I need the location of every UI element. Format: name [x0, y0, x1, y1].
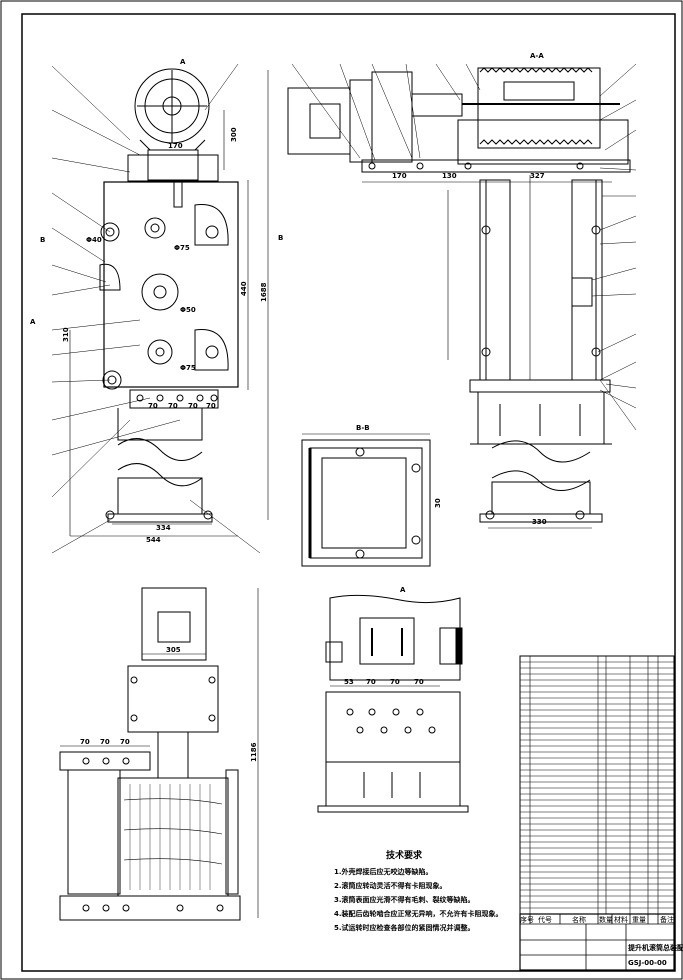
col-seq: 序号	[520, 915, 534, 924]
dim-det-70-2: 70	[390, 678, 400, 686]
dim-front-50: Φ50	[180, 306, 196, 314]
section-aa-title: A-A	[530, 52, 544, 60]
drawing-name: 提升机滚筒总装配图	[627, 943, 683, 952]
col-remark: 备注	[660, 915, 674, 924]
section-bb-view	[301, 433, 431, 567]
col-code: 代号	[538, 915, 552, 924]
detail-a-title: A	[400, 586, 406, 594]
dim-bb-30: 30	[434, 498, 442, 508]
dim-front-40: Φ40	[86, 236, 102, 244]
dim-front-top: 170	[168, 142, 183, 150]
motor-body	[287, 87, 351, 155]
dim-det-70-1: 70	[366, 678, 376, 686]
front-view	[69, 68, 269, 537]
plan-motor	[141, 587, 207, 661]
requirement-5: 5.试运转时应检查各部位的紧固情况并调整。	[334, 923, 475, 932]
dim-front-75b: Φ75	[180, 364, 196, 372]
marker-a-left: A	[30, 318, 36, 326]
marker-b-left: B	[40, 236, 45, 244]
section-bb-frame	[301, 439, 431, 567]
dim-front-300: 300	[230, 127, 238, 142]
requirements-title: 技术要求	[386, 849, 423, 861]
dim-plan-70-2: 70	[100, 738, 110, 746]
dim-plan-70-3: 70	[120, 738, 130, 746]
title-block	[519, 913, 675, 971]
dim-front-440: 440	[240, 281, 248, 296]
requirement-3: 3.滚筒表面应光滑不得有毛刺、裂纹等缺陷。	[334, 895, 475, 904]
detail-bracket	[359, 617, 415, 665]
column-left	[479, 179, 511, 381]
col-name: 名称	[572, 915, 586, 924]
dim-det-70-3: 70	[414, 678, 424, 686]
dim-front-75a: Φ75	[174, 244, 190, 252]
dim-plan-70-1: 70	[80, 738, 90, 746]
section-bb-title: B-B	[356, 424, 370, 432]
requirement-1: 1.外壳焊接后应无咬边等缺陷。	[334, 867, 433, 876]
dim-det-53: 53	[344, 678, 354, 686]
column-right	[571, 179, 603, 381]
dim-plan-305: 305	[166, 646, 181, 654]
marker-b-right: B	[278, 234, 283, 242]
front-leaders	[51, 63, 261, 554]
plan-drum	[117, 777, 229, 897]
section-aa-view	[287, 67, 631, 529]
inner-frame	[21, 13, 676, 972]
dim-front-70-1: 70	[148, 402, 158, 410]
dim-front-310: 310	[62, 327, 70, 342]
dim-front-334: 334	[156, 524, 171, 532]
requirement-2: 2.滚筒应转动灵活不得有卡阻现象。	[334, 881, 447, 890]
dim-side-170: 170	[392, 172, 407, 180]
dim-front-70-2: 70	[168, 402, 178, 410]
detail-a-view	[317, 594, 469, 813]
dim-side-327: 327	[530, 172, 545, 180]
dim-plan-1186: 1186	[250, 742, 258, 762]
dim-front-544: 544	[146, 536, 161, 544]
dim-side-330: 330	[532, 518, 547, 526]
plan-view	[59, 587, 259, 921]
section-aa-leaders	[291, 63, 637, 431]
col-weight: 重量	[632, 916, 646, 924]
dim-side-130: 130	[442, 172, 457, 180]
dim-front-70-3: 70	[188, 402, 198, 410]
dim-front-1688: 1688	[260, 282, 268, 302]
col-material: 材料	[614, 915, 628, 924]
marker-a-top: A	[180, 58, 186, 66]
main-plate	[103, 181, 239, 388]
col-qty: 数量	[599, 915, 613, 924]
requirement-4: 4.装配后齿轮啮合应正常无异响，不允许有卡阻现象。	[334, 909, 503, 918]
drum	[477, 67, 601, 149]
drawing-number: GSJ-00-00	[628, 959, 667, 967]
parts-list	[519, 655, 675, 915]
dim-front-70-4: 70	[206, 402, 216, 410]
